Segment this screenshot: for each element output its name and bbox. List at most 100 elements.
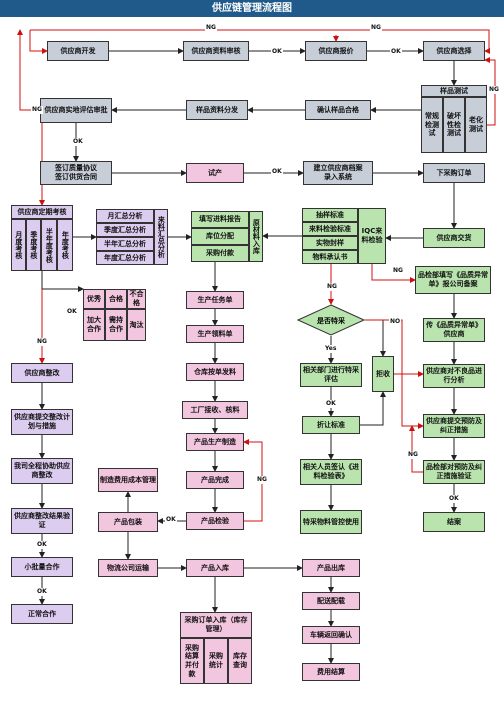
edge-label-ng: NG — [205, 24, 217, 32]
connector-arrow — [41, 271, 84, 292]
box-fill-abnormal[interactable]: 品检部填写《品质异常单》报公司备案 — [415, 266, 491, 294]
box-approval-cert[interactable]: 物料承认书 — [302, 250, 358, 264]
box-outbound[interactable]: 产品出库 — [302, 559, 360, 577]
edge-label-ok: OK — [271, 168, 283, 176]
edge-label-ng: NG — [370, 24, 382, 32]
box-supplier-dev[interactable]: 供应商开发 — [47, 41, 109, 61]
box-corrective-submit[interactable]: 供应商提交预防及纠正措施 — [423, 414, 485, 438]
edge-label-ng: NG — [256, 476, 268, 484]
box-reject[interactable]: 拒收 — [372, 356, 394, 392]
box-year-summary[interactable]: 年度汇总分析 — [96, 251, 154, 265]
box-iqc[interactable]: IQC来料检验 — [358, 208, 386, 264]
box-rectify-verify[interactable]: 供应商整改结果验证 — [11, 508, 73, 534]
box-stock-query[interactable]: 库存查询 — [228, 638, 252, 684]
connector-arrow — [30, 29, 490, 54]
box-corrective-verify[interactable]: 品检部对预防及纠正措施验证 — [423, 460, 485, 484]
box-special-material[interactable]: 特采物料管控使用 — [300, 510, 362, 534]
box-inspection-std[interactable]: 来料检验标准 — [302, 222, 358, 236]
box-month-summary[interactable]: 月汇总分析 — [96, 209, 154, 223]
box-destroy-test[interactable]: 破坏性检测试 — [443, 97, 465, 153]
box-quarter-eval[interactable]: 季度考核 — [26, 219, 41, 271]
edge-label-ng: NG — [488, 86, 500, 94]
edge-label-ng: NG — [407, 451, 419, 459]
box-entry-report[interactable]: 填写进料报告 — [191, 211, 249, 228]
box-product-done[interactable]: 产品完成 — [186, 471, 244, 489]
edge-label-ng: NG — [392, 267, 404, 275]
box-month-eval[interactable]: 月度考核 — [11, 219, 26, 271]
box-po[interactable]: 下采购订单 — [423, 163, 485, 183]
box-supplier-quote[interactable]: 供应商报价 — [305, 41, 367, 61]
box-unqualified[interactable]: 不合格 — [127, 289, 146, 309]
box-factory-receive[interactable]: 工厂接收、核料 — [182, 401, 248, 419]
box-trial[interactable]: 试产 — [186, 163, 244, 183]
page-title: 供应链管理流程图 — [0, 0, 504, 17]
box-production-task[interactable]: 生产任务单 — [186, 291, 244, 309]
box-supplier-review[interactable]: 供应商资料审核 — [183, 41, 249, 61]
box-onsite-eval[interactable]: 供应商实地评估审批 — [40, 98, 112, 123]
box-normal-coop[interactable]: 正常合作 — [11, 604, 73, 624]
edge-label-ok: OK — [165, 516, 177, 524]
box-raw-inbound[interactable]: 原材料入库 — [249, 211, 263, 262]
box-production[interactable]: 产品生产制造 — [186, 433, 244, 451]
box-vehicle-return[interactable]: 车辆返回确认 — [302, 626, 360, 644]
edge-label-ng: NG — [36, 338, 48, 346]
connector-arrow — [409, 425, 423, 473]
box-normal-test[interactable]: 常规检测试 — [421, 97, 443, 153]
box-payment[interactable]: 采购付款 — [191, 245, 249, 262]
box-defect-analysis[interactable]: 供应商对不良品进行分析 — [423, 364, 485, 388]
edge-label-ok: OK — [36, 588, 48, 596]
box-pass-abnormal[interactable]: 传《品质异常单》供应商 — [423, 318, 485, 342]
box-physical-sample[interactable]: 实物封样 — [302, 236, 358, 250]
box-sampling-std[interactable]: 抽样标准 — [302, 208, 358, 222]
box-rectify-assist[interactable]: 我司全程协助供应商整改 — [11, 458, 73, 484]
box-qualified[interactable]: 合格 — [105, 289, 127, 309]
box-logistics[interactable]: 物流公司运输 — [98, 559, 158, 577]
box-confirm-sample[interactable]: 确认样品合格 — [305, 100, 371, 120]
box-archive[interactable]: 建立供应商档案 录入系统 — [303, 161, 373, 185]
box-dept-eval[interactable]: 相关部门进行特采评估 — [300, 363, 362, 387]
box-dispatch[interactable]: 配送配载 — [302, 592, 360, 610]
box-close-case[interactable]: 结案 — [423, 512, 485, 532]
box-location[interactable]: 库位分配 — [191, 228, 249, 245]
box-product-check[interactable]: 产品检验 — [186, 512, 244, 530]
box-material-req[interactable]: 生产领料单 — [186, 325, 244, 343]
box-supplier-deliver[interactable]: 供应商交货 — [423, 228, 485, 248]
connector-arrow — [360, 391, 386, 426]
box-pending-cooperation[interactable]: 需持合作 — [105, 309, 127, 341]
box-packaging[interactable]: 产品包装 — [98, 512, 158, 532]
decision-label: 是否特采 — [316, 316, 346, 325]
box-year-eval[interactable]: 年度考核 — [57, 219, 73, 271]
box-fee-settle[interactable]: 费用结算 — [302, 663, 360, 681]
box-half-eval[interactable]: 半年度考核 — [41, 219, 57, 271]
edge-label-ok: OK — [66, 308, 78, 316]
box-warehouse-issue[interactable]: 仓库按单发料 — [186, 363, 244, 381]
box-po-inbound[interactable]: 采购订单入库（库存管理） — [180, 612, 252, 638]
box-excellent[interactable]: 优秀 — [83, 289, 105, 309]
box-sign-form[interactable]: 相关人员签认《进料检验表》 — [300, 459, 362, 485]
connector-arrow — [29, 30, 48, 54]
connector-arrow — [371, 264, 416, 283]
box-material-summary[interactable]: 来料汇总分析 — [154, 209, 168, 265]
box-sign-contract[interactable]: 签订质量协议 签订供货合同 — [40, 161, 112, 185]
box-inbound[interactable]: 产品入库 — [186, 559, 244, 577]
box-discount-std[interactable]: 折让标准 — [302, 416, 360, 434]
box-quarter-summary[interactable]: 季度汇总分析 — [96, 223, 154, 237]
box-eliminate[interactable]: 淘汰 — [127, 309, 146, 341]
box-aging-test[interactable]: 老化测试 — [465, 97, 487, 153]
box-sample-dist[interactable]: 样品资料分发 — [186, 100, 248, 120]
box-supplier-select[interactable]: 供应商选择 — [423, 41, 485, 61]
box-po-payment[interactable]: 采购结算并付款 — [180, 638, 204, 684]
box-more-cooperation[interactable]: 加大合作 — [83, 309, 105, 341]
box-small-batch[interactable]: 小批量合作 — [11, 557, 73, 577]
edge-label-yes: Yes — [324, 345, 338, 353]
box-rectify-plan[interactable]: 供应商提交整改计划与措施 — [11, 409, 73, 435]
edge-label-ok: OK — [448, 495, 460, 503]
box-po-statistics[interactable]: 采购统计 — [204, 638, 228, 684]
box-rectify[interactable]: 供应商整改 — [11, 363, 73, 383]
edge-label-ng: NG — [31, 106, 43, 114]
box-half-summary[interactable]: 半年汇总分析 — [96, 237, 154, 251]
box-sample-test[interactable]: 样品测试 — [421, 85, 487, 97]
box-cost-mgmt[interactable]: 制造费用成本管理 — [98, 468, 158, 492]
decision-diamond: 是否特采 — [297, 304, 365, 336]
box-periodic-eval[interactable]: 供应商定期考核 — [11, 205, 73, 219]
